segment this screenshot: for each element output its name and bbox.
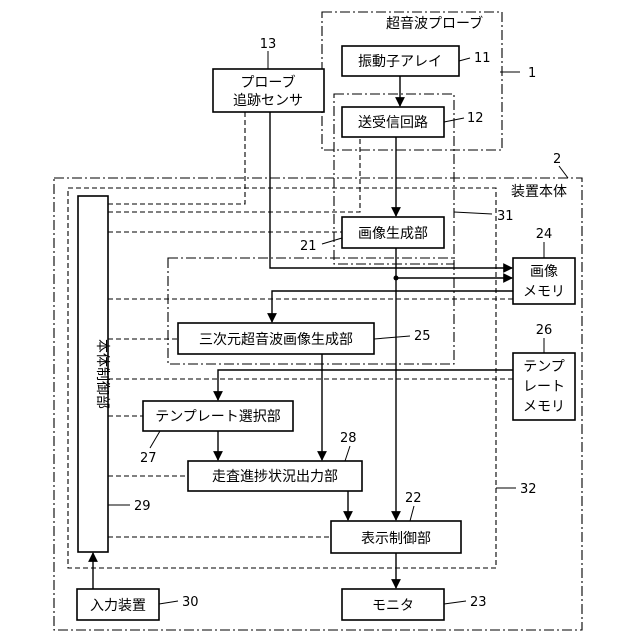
probe-tracking-sensor-line-2: 追跡センサ: [233, 93, 303, 109]
scan-progress-output-label: 走査進捗状況出力部: [212, 469, 338, 485]
volume-image-generator-block: 三次元超音波画像生成部: [178, 323, 374, 354]
ref-template-memory: 26: [536, 323, 553, 338]
monitor-block: モニタ: [342, 589, 444, 620]
probe-tracking-sensor-block: プローブ 追跡センサ: [213, 69, 324, 112]
template-memory-line-2: レート: [523, 379, 565, 395]
main-body-group: 装置本体: [54, 178, 582, 630]
input-device-block: 入力装置: [77, 589, 159, 620]
main-controller-label: 本体制御部: [94, 339, 110, 409]
monitor-label: モニタ: [372, 598, 414, 614]
tx-rx-circuit-label: 送受信回路: [358, 115, 428, 131]
image-generator-block: 画像生成部: [342, 217, 444, 248]
ref-transducer-array: 11: [474, 51, 491, 66]
probe-tracking-sensor-line-1: プローブ: [240, 74, 295, 91]
template-memory-line-3: メモリ: [523, 399, 565, 415]
ref-image-memory: 24: [536, 227, 553, 242]
ctrl-line-sensor: [108, 112, 245, 204]
ref-monitor: 23: [470, 595, 487, 610]
ref-display-controller: 22: [405, 491, 422, 506]
ref-input-device: 30: [182, 595, 199, 610]
ref-scan-progress-output: 28: [340, 431, 357, 446]
ref-volume-image-generator: 25: [414, 329, 431, 344]
display-controller-block: 表示制御部: [331, 521, 461, 553]
display-controller-label: 表示制御部: [361, 531, 431, 547]
template-memory-line-1: テンプ: [523, 359, 565, 375]
arrow-imagememory-to-volumegen: [272, 291, 513, 322]
transducer-array-block: 振動子アレイ: [342, 46, 459, 76]
transducer-array-label: 振動子アレイ: [358, 54, 442, 70]
template-selector-label: テンプレート選択部: [155, 409, 281, 425]
main-controller-block: 本体制御部: [78, 196, 110, 552]
ref-image-generator: 21: [300, 239, 317, 254]
ref-template-selector: 27: [140, 451, 157, 466]
ref-main-controller: 29: [134, 499, 151, 514]
image-memory-line-2: メモリ: [523, 284, 565, 300]
ref-group-31: 31: [497, 209, 514, 224]
template-memory-block: テンプ レート メモリ: [513, 353, 575, 420]
main-body-label: 装置本体: [511, 184, 567, 200]
image-memory-block: 画像 メモリ: [513, 258, 575, 304]
probe-group-label: 超音波プローブ: [386, 15, 483, 32]
image-memory-line-1: 画像: [530, 264, 558, 280]
ref-probe: 1: [528, 66, 536, 81]
main-body-boundary: [54, 178, 582, 630]
scan-progress-output-block: 走査進捗状況出力部: [188, 461, 362, 491]
ref-group-32: 32: [520, 482, 537, 497]
template-selector-block: テンプレート選択部: [143, 401, 293, 431]
ref-probe-tracking-sensor: 13: [260, 37, 277, 52]
input-device-label: 入力装置: [90, 598, 146, 614]
image-generator-label: 画像生成部: [358, 226, 428, 242]
volume-image-generator-label: 三次元超音波画像生成部: [199, 331, 353, 348]
ref-tx-rx-circuit: 12: [467, 111, 484, 126]
ref-main-body: 2: [553, 152, 561, 167]
tx-rx-circuit-block: 送受信回路: [342, 107, 444, 137]
arrow-templatememory-to-selector: [218, 370, 513, 400]
